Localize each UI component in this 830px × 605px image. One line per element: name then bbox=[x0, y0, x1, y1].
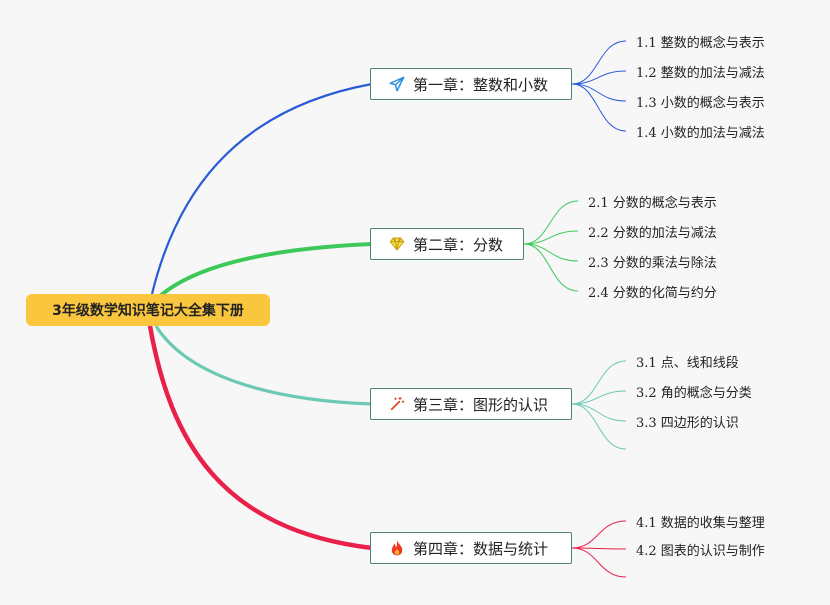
chapter-2-item[interactable]: 2.4 分数的化简与约分 bbox=[588, 286, 717, 301]
root-to-chapter-1-link bbox=[150, 82, 373, 295]
chapter-1-item[interactable]: 1.3 小数的概念与表示 bbox=[636, 96, 765, 111]
chapter-3-title: 第三章：图形的认识 bbox=[413, 395, 549, 414]
root-to-chapter-2-link bbox=[158, 242, 373, 298]
chapter-4-title: 第四章：数据与统计 bbox=[413, 539, 549, 558]
chapter-1-item[interactable]: 1.4 小数的加法与减法 bbox=[636, 126, 765, 141]
chapter-2-item[interactable]: 2.2 分数的加法与减法 bbox=[588, 226, 717, 241]
magic-wand-icon bbox=[387, 394, 407, 414]
chapter-4-topic[interactable]: 第四章：数据与统计 bbox=[370, 532, 572, 564]
chapter-4-item[interactable]: 4.2 图表的认识与制作 bbox=[636, 544, 765, 559]
chapter-1-title: 第一章：整数和小数 bbox=[413, 75, 549, 94]
chapter-1-item[interactable]: 1.2 整数的加法与减法 bbox=[636, 66, 765, 81]
chapter-3-topic[interactable]: 第三章：图形的认识 bbox=[370, 388, 572, 420]
chapter-2-title: 第二章：分数 bbox=[413, 235, 504, 254]
chapter-2-item[interactable]: 2.1 分数的概念与表示 bbox=[588, 196, 717, 211]
chapter-1-leaf-links bbox=[571, 40, 627, 132]
root-to-chapter-4-link bbox=[147, 325, 373, 551]
chapter-1-item[interactable]: 1.1 整数的概念与表示 bbox=[636, 36, 765, 51]
chapter-4-item[interactable]: 4.1 数据的收集与整理 bbox=[636, 516, 765, 531]
paper-plane-icon bbox=[387, 74, 407, 94]
chapter-2-leaf-links bbox=[523, 200, 579, 292]
chapter-2-topic[interactable]: 第二章：分数 bbox=[370, 228, 524, 260]
chapter-3-leaf-links bbox=[571, 360, 627, 450]
fire-icon bbox=[387, 538, 407, 558]
root-topic[interactable]: 3年级数学知识笔记大全集下册 bbox=[26, 294, 270, 326]
chapter-3-item[interactable]: 3.2 角的概念与分类 bbox=[636, 386, 752, 401]
diamond-icon bbox=[387, 234, 407, 254]
root-to-chapter-3-link bbox=[154, 325, 373, 406]
chapter-4-leaf-links bbox=[571, 520, 627, 578]
chapter-2-item[interactable]: 2.3 分数的乘法与除法 bbox=[588, 256, 717, 271]
chapter-1-topic[interactable]: 第一章：整数和小数 bbox=[370, 68, 572, 100]
chapter-3-item[interactable]: 3.1 点、线和线段 bbox=[636, 356, 739, 371]
chapter-3-item[interactable]: 3.3 四边形的认识 bbox=[636, 416, 739, 431]
